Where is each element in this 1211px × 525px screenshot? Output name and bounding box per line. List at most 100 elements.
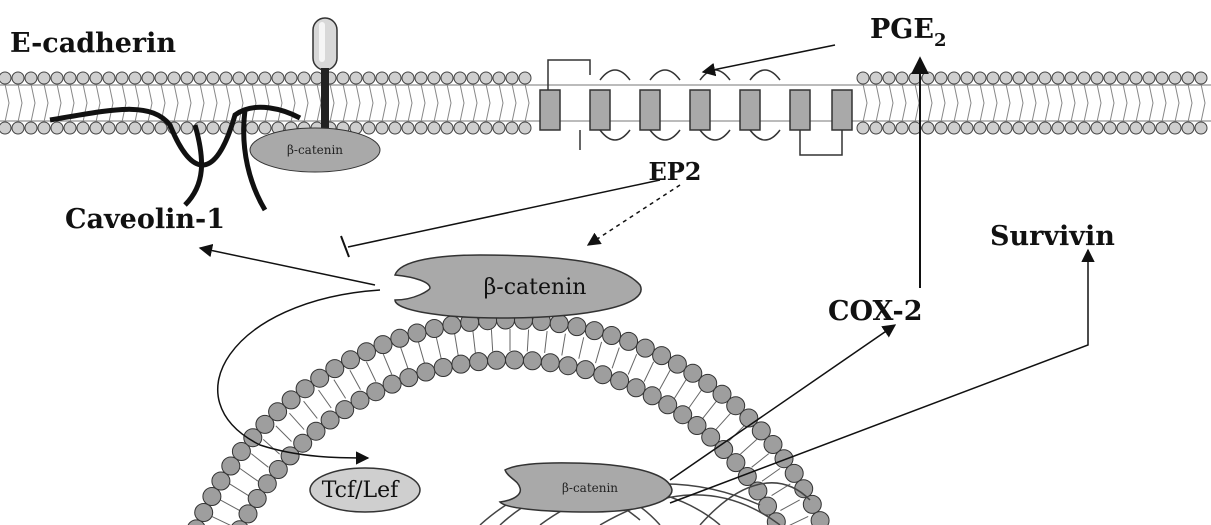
nuclear-lipid-head: [785, 464, 803, 482]
nuclear-lipid-head: [425, 320, 443, 338]
lipid-head: [103, 72, 115, 84]
nuclear-lipid-tail: [716, 413, 731, 429]
lipid-head: [896, 72, 908, 84]
lipid-tail: [317, 84, 321, 122]
lipid-head: [246, 72, 258, 84]
nuclear-lipid-tail: [752, 454, 769, 468]
nuclear-lipid-tail: [455, 334, 459, 356]
nuclear-lipid-head: [417, 363, 435, 381]
ep2-label: EP2: [648, 157, 701, 186]
nuclear-lipid-tail: [545, 331, 548, 353]
lipid-head: [961, 72, 973, 84]
nuclear-lipid-head: [358, 343, 376, 361]
lipid-head: [870, 122, 882, 134]
lipid-tail: [980, 84, 984, 122]
nuclear-lipid-tail: [644, 362, 654, 382]
lipid-head: [207, 72, 219, 84]
nuclear-lipid-tail: [251, 454, 268, 468]
lipid-head: [1078, 122, 1090, 134]
lipid-tail: [473, 84, 477, 122]
lipid-head: [389, 122, 401, 134]
lipid-head: [90, 72, 102, 84]
nuclear-lipid-head: [434, 359, 452, 377]
nuclear-lipid-head: [611, 372, 629, 390]
nuclear-lipid-head: [470, 353, 488, 371]
lipid-head: [77, 72, 89, 84]
lipid-tail: [460, 84, 464, 122]
nuclear-lipid-head: [351, 391, 369, 409]
nuclear-lipid-tail: [289, 413, 304, 429]
lipid-tail: [876, 84, 880, 122]
nuclear-lipid-head: [506, 351, 524, 369]
lipid-tail: [512, 84, 516, 122]
nuclear-lipid-head: [653, 347, 671, 365]
lipid-head: [896, 122, 908, 134]
lipid-tail: [1045, 84, 1049, 122]
lipid-head: [467, 122, 479, 134]
lipid-head: [12, 72, 24, 84]
lipid-head: [350, 72, 362, 84]
lipid-tail: [967, 84, 971, 122]
lipid-head: [298, 72, 310, 84]
nuclear-lipid-tail: [762, 469, 780, 482]
lipid-tail: [421, 84, 425, 122]
cox-2-label: COX-2: [828, 296, 923, 327]
lipid-head: [948, 122, 960, 134]
lipid-tail: [174, 84, 178, 122]
nuclear-lipid-tail: [740, 439, 756, 454]
nuclear-lipid-tail: [240, 469, 258, 482]
lipid-head: [25, 122, 37, 134]
nuclear-lipid-head: [585, 322, 603, 340]
lipid-head: [220, 72, 232, 84]
ep2-to-beta-catenin-arrow: [588, 185, 680, 245]
lipid-tail: [408, 84, 412, 122]
lipid-head: [259, 122, 271, 134]
lipid-head: [961, 122, 973, 134]
lipid-tail: [1201, 84, 1205, 122]
lipid-head: [428, 72, 440, 84]
lipid-tail: [915, 84, 919, 122]
lipid-tail: [486, 84, 490, 122]
nuclear-lipid-head: [559, 357, 577, 375]
lipid-tail: [1019, 84, 1023, 122]
lipid-head: [1065, 72, 1077, 84]
lipid-tail: [1110, 84, 1114, 122]
lipid-head: [1195, 122, 1207, 134]
pge2-subscript: 2: [934, 30, 947, 51]
ep2-receptor: [540, 60, 852, 155]
lipid-head: [233, 72, 245, 84]
nuclear-lipid-head: [568, 318, 586, 336]
nuclear-lipid-tail: [473, 331, 476, 353]
lipid-head: [64, 72, 76, 84]
lipid-head: [1104, 122, 1116, 134]
pge2-to-ep2-arrow: [703, 45, 835, 72]
lipid-tail: [434, 84, 438, 122]
lipid-head: [116, 72, 128, 84]
lipid-tail: [187, 84, 191, 122]
lipid-tail: [109, 84, 113, 122]
nuclear-lipid-head: [326, 360, 344, 378]
lipid-head: [454, 122, 466, 134]
lipid-tail: [5, 84, 9, 122]
nuclear-lipid-tail: [689, 390, 702, 408]
lipid-head: [415, 72, 427, 84]
nuclear-lipid-tail: [788, 516, 808, 525]
nuclear-lipid-head: [452, 355, 470, 373]
nuclear-lipid-head: [668, 355, 686, 373]
lipid-head: [1091, 72, 1103, 84]
lipid-tail: [356, 84, 360, 122]
lipid-head: [974, 122, 986, 134]
lipid-head: [376, 72, 388, 84]
lipid-head: [1117, 122, 1129, 134]
e-cadherin-label: E-cadherin: [10, 28, 176, 59]
nuclear-lipid-tail: [780, 500, 799, 511]
pge2-label: PGE2: [870, 14, 946, 51]
nuclear-lipid-head: [195, 504, 213, 522]
nuclear-lipid-tail: [304, 401, 318, 418]
nuclear-lipid-head: [577, 361, 595, 379]
lipid-head: [428, 122, 440, 134]
lipid-head: [389, 72, 401, 84]
nuclear-lipid-head: [374, 336, 392, 354]
lipid-head: [272, 72, 284, 84]
lipid-head: [64, 122, 76, 134]
